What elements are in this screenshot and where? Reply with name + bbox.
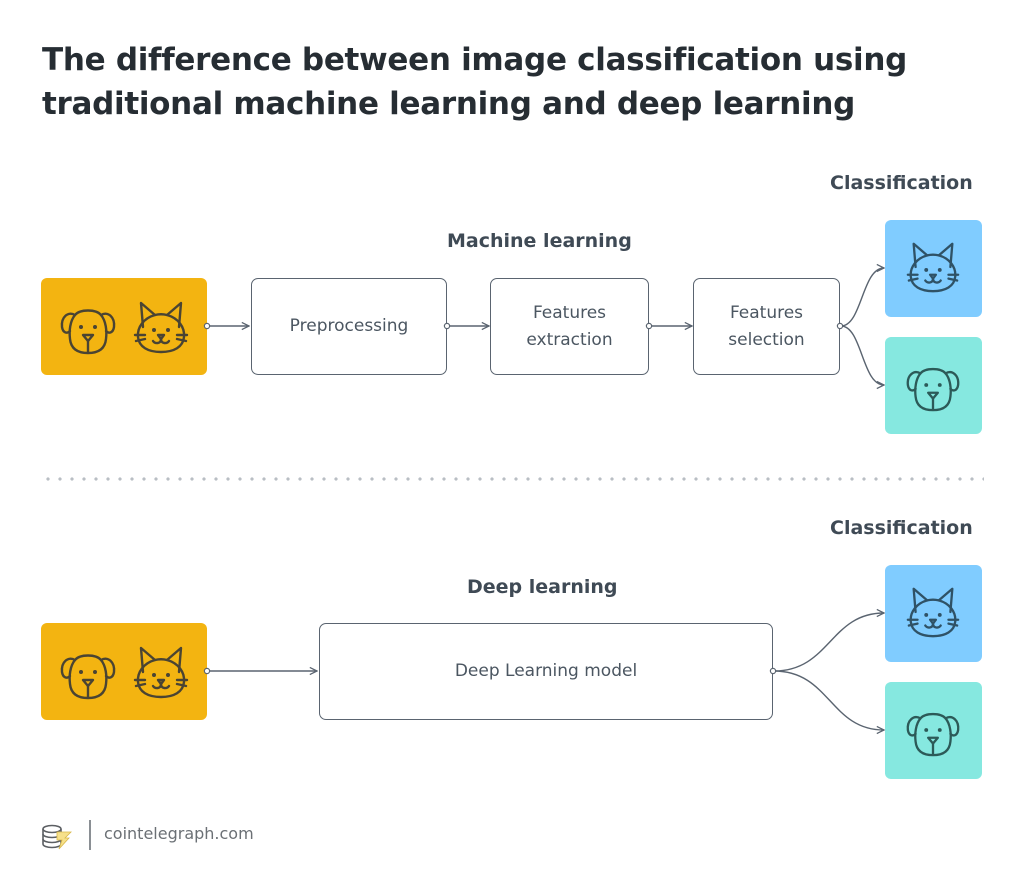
dl-arrow-to-cat bbox=[773, 613, 884, 672]
dl-section-heading: Deep learning bbox=[467, 576, 618, 598]
ml-arrow-to-cat bbox=[840, 268, 884, 327]
step-label-line1: Features bbox=[729, 302, 804, 323]
dl-model-box: Deep Learning model bbox=[319, 623, 773, 720]
footer-separator bbox=[89, 820, 91, 850]
ml-step-features-selection: Features selection bbox=[693, 278, 840, 375]
ml-step-preprocessing: Preprocessing bbox=[251, 278, 447, 375]
dl-arrow-to-dog bbox=[773, 670, 884, 730]
step-label-line2: selection bbox=[728, 329, 805, 350]
step-label-line2: extraction bbox=[526, 329, 613, 350]
step-label-line1: Features bbox=[532, 302, 607, 323]
model-label: Deep Learning model bbox=[454, 661, 638, 681]
dl-classification-heading: Classification bbox=[830, 517, 973, 539]
ml-arrow-to-dog bbox=[840, 325, 884, 385]
step-label: Preprocessing bbox=[289, 316, 409, 336]
dl-output-cat-tile bbox=[885, 565, 982, 662]
dl-output-dog-tile bbox=[885, 682, 982, 779]
ml-output-dog-tile bbox=[885, 337, 982, 434]
footer-site-link[interactable]: cointelegraph.com bbox=[104, 824, 254, 843]
ml-output-cat-tile bbox=[885, 220, 982, 317]
ml-classification-heading: Classification bbox=[830, 172, 973, 194]
ml-section-heading: Machine learning bbox=[447, 230, 632, 252]
section-divider bbox=[42, 477, 984, 481]
cointelegraph-logo-icon bbox=[42, 824, 72, 850]
diagram-title: The difference between image classificat… bbox=[42, 42, 908, 122]
